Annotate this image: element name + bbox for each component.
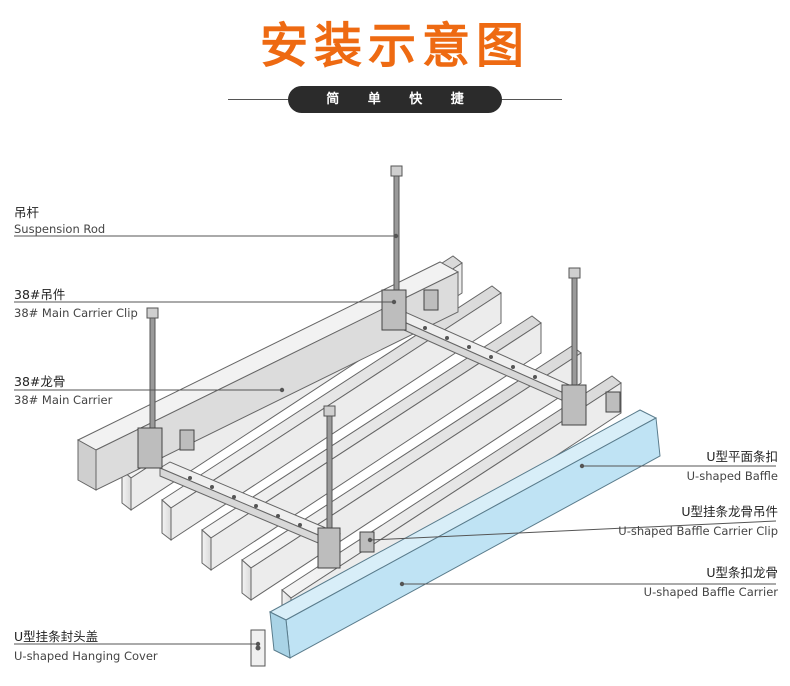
label-main-carrier-clip-cn: 38#吊件	[14, 287, 66, 302]
rod-2	[149, 311, 156, 443]
clip-3	[561, 384, 587, 426]
header-rule-right	[502, 99, 562, 100]
hanging-cover	[250, 629, 266, 667]
baffle-3	[201, 315, 542, 572]
label-baffle-carrier-cn: U型条扣龙骨	[706, 565, 778, 580]
label-suspension-rod: 吊杆 Suspension Rod	[14, 205, 106, 237]
label-suspension-rod-cn: 吊杆	[14, 205, 40, 220]
rod-3	[571, 271, 578, 393]
label-baffle-carrier-en: U-shaped Baffle Carrier	[643, 585, 778, 599]
header-rule-left	[228, 99, 288, 100]
clip-4	[317, 527, 341, 569]
label-baffle-carrier-clip-en: U-shaped Baffle Carrier Clip	[618, 524, 778, 538]
highlighted-baffle	[268, 409, 661, 659]
label-main-carrier-cn: 38#龙骨	[14, 374, 66, 389]
label-hanging-cover: U型挂条封头盖 U-shaped Hanging Cover	[14, 629, 158, 664]
label-baffle-carrier: U型条扣龙骨 U-shaped Baffle Carrier	[643, 565, 778, 600]
subtitle-pill: 简 单 快 捷	[288, 86, 502, 113]
clip-1	[381, 289, 407, 331]
carrier-clips	[137, 289, 621, 569]
label-suspension-rod-en: Suspension Rod	[14, 222, 106, 236]
label-hanging-cover-en: U-shaped Hanging Cover	[14, 649, 158, 663]
label-baffle-carrier-clip: U型挂条龙骨吊件 U-shaped Baffle Carrier Clip	[618, 504, 778, 539]
label-baffle-carrier-clip-cn: U型挂条龙骨吊件	[681, 504, 778, 519]
page-title: 安装示意图	[259, 18, 530, 74]
leader-dots	[255, 233, 585, 647]
rod-caps	[146, 165, 581, 417]
label-baffle: U型平面条扣 U-shaped Baffle	[686, 449, 778, 484]
leader-baffle-carrier-clip	[369, 520, 777, 541]
label-baffle-cn: U型平面条扣	[706, 449, 778, 464]
label-main-carrier-clip-en: 38# Main Carrier Clip	[14, 306, 138, 320]
label-main-carrier-en: 38# Main Carrier	[14, 393, 113, 407]
label-baffle-en: U-shaped Baffle	[686, 469, 778, 483]
label-hanging-cover-cn: U型挂条封头盖	[14, 629, 99, 644]
baffle-2	[161, 285, 502, 542]
clip-2	[137, 427, 163, 469]
perforations	[188, 326, 537, 527]
leader-lines	[14, 235, 777, 645]
label-main-carrier: 38#龙骨 38# Main Carrier	[14, 374, 113, 408]
rod-4	[326, 409, 333, 541]
label-main-carrier-clip: 38#吊件 38# Main Carrier Clip	[14, 287, 138, 321]
